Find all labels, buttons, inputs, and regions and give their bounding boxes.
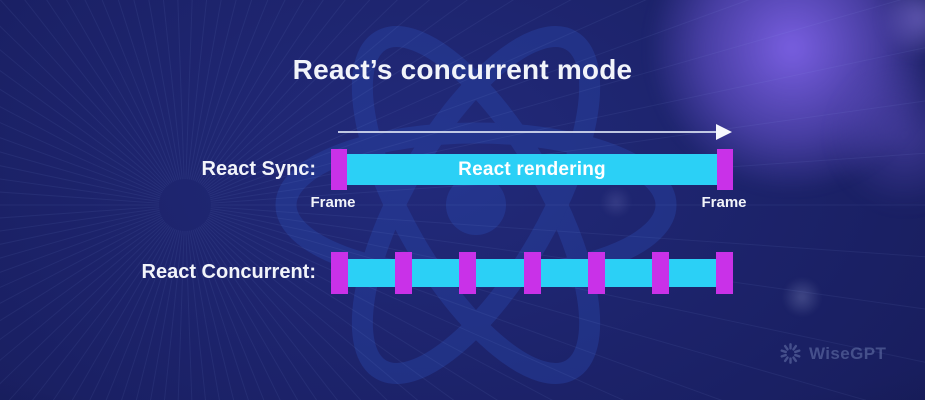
frame-tick [459, 252, 477, 294]
frame-boundary-right [717, 149, 733, 190]
frame-tick [395, 252, 413, 294]
work-slice [348, 259, 396, 287]
frame-tick [716, 252, 734, 294]
sync-row-label: React Sync: [201, 158, 317, 180]
work-slice [412, 259, 460, 287]
work-slice [476, 259, 524, 287]
frame-tick [651, 252, 669, 294]
frame-tick [331, 252, 348, 294]
arrow-shaft [338, 131, 717, 133]
concurrent-row-label: React Concurrent: [141, 261, 316, 283]
work-slice [668, 259, 717, 287]
sync-rendering-segment: React rendering [347, 154, 717, 185]
brand-watermark: WiseGPT [779, 342, 886, 365]
frame-tick [523, 252, 541, 294]
brand-name: WiseGPT [809, 343, 887, 363]
page-title: React’s concurrent mode [292, 54, 633, 85]
concurrent-bar [331, 252, 734, 294]
sync-bar-label: React rendering [458, 158, 606, 180]
work-slice [604, 259, 652, 287]
sync-bar: React rendering [331, 149, 733, 190]
arrow-head [716, 124, 732, 140]
frame-label-right: Frame [701, 194, 747, 211]
work-slice [540, 259, 588, 287]
frame-tick [587, 252, 605, 294]
frame-label-left: Frame [310, 194, 356, 211]
frame-boundary-left [331, 149, 347, 190]
wisegpt-shutter-icon [780, 343, 801, 364]
